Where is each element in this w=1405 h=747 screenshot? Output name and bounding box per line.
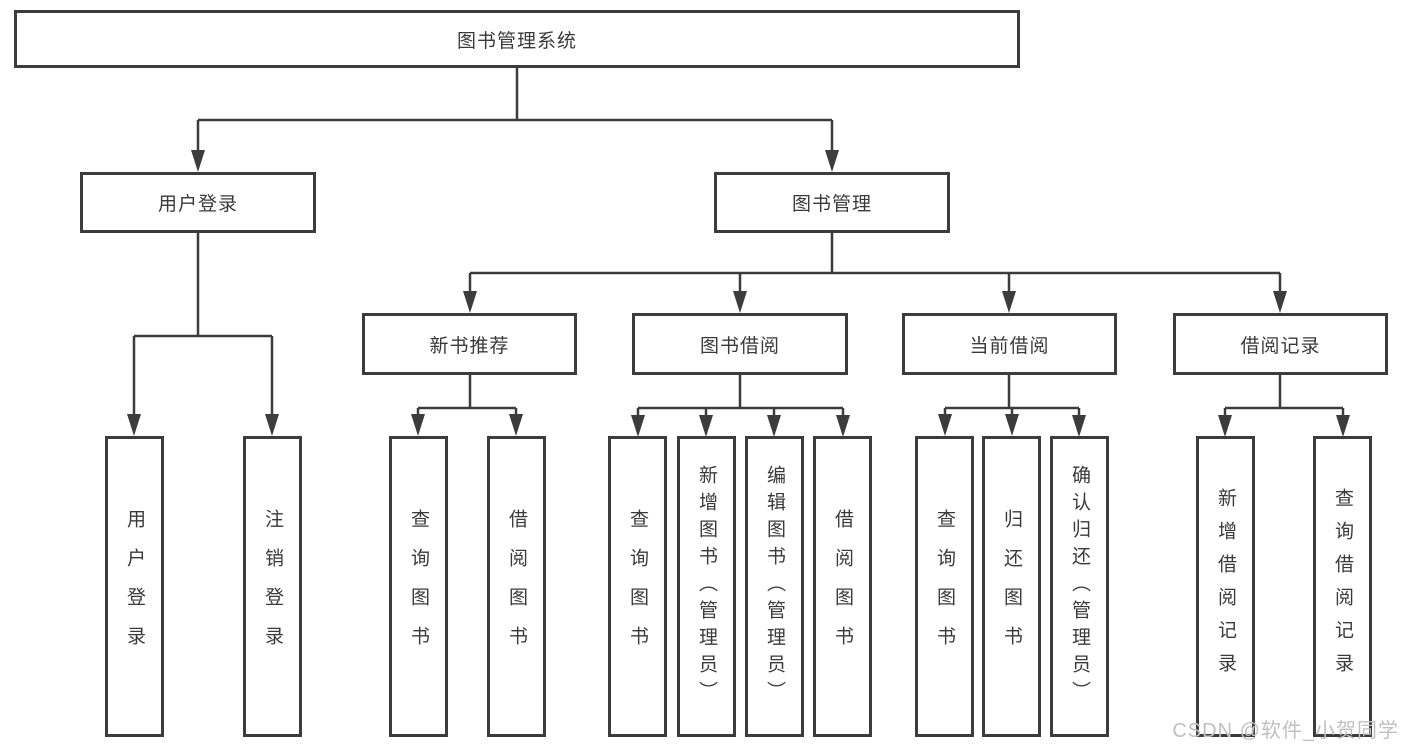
leaf-query-borrow-record: 查询借阅记录 [1313, 436, 1372, 737]
leaf-query-books-borrowing: 查询图书 [608, 436, 667, 737]
leaf-logout: 注销登录 [243, 436, 302, 737]
leaf-return-books: 归还图书 [982, 436, 1041, 737]
leaf-query-books-recommend: 查询图书 [389, 436, 448, 737]
arrowheads [127, 150, 1350, 437]
node-user-login-branch: 用户登录 [80, 172, 316, 233]
node-root-library-system: 图书管理系统 [14, 10, 1020, 68]
node-book-borrowing: 图书借阅 [632, 313, 848, 375]
leaf-add-borrow-record: 新增借阅记录 [1196, 436, 1255, 737]
leaf-add-books-admin: 新增图书（管理员） [677, 436, 736, 737]
node-borrowing-records: 借阅记录 [1173, 313, 1388, 375]
leaf-user-login: 用户登录 [105, 436, 164, 737]
leaf-edit-books-admin: 编辑图书（管理员） [745, 436, 804, 737]
node-current-borrowing: 当前借阅 [902, 313, 1117, 375]
node-new-book-recommendation: 新书推荐 [362, 313, 577, 375]
leaf-query-books-current: 查询图书 [915, 436, 974, 737]
leaf-borrow-books-borrowing: 借阅图书 [813, 436, 872, 737]
leaf-borrow-books-recommend: 借阅图书 [487, 436, 546, 737]
node-book-management-branch: 图书管理 [714, 172, 950, 233]
leaf-confirm-return-admin: 确认归还（管理员） [1050, 436, 1109, 737]
csdn-watermark: CSDN @软件_小贺同学 [1172, 720, 1399, 742]
